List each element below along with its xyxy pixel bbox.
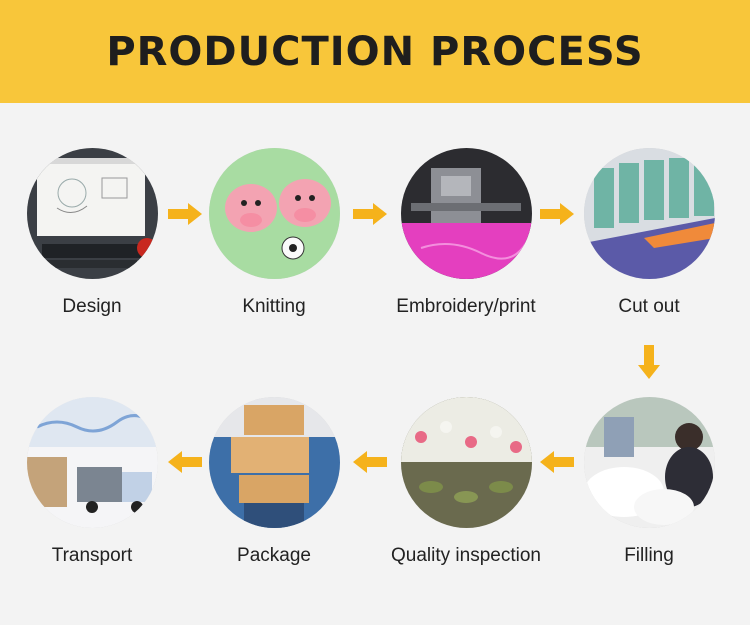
step-label: Embroidery/print [396, 296, 536, 317]
step-label: Knitting [242, 296, 306, 317]
step-embroidery-print: Embroidery/print [391, 148, 541, 318]
step-label: Package [237, 545, 311, 566]
transport-image [26, 397, 158, 528]
arrow-left-icon [353, 451, 387, 473]
filling-image [583, 397, 715, 528]
package-image [208, 397, 340, 528]
step-label: Cut out [618, 296, 680, 317]
arrow-right-icon [353, 203, 387, 225]
step-quality-inspection: Quality inspection [391, 397, 541, 567]
step-label: Design [62, 296, 122, 317]
design-image [26, 148, 158, 279]
arrow-left-icon [540, 451, 574, 473]
step-filling: Filling [574, 397, 724, 567]
page-title: PRODUCTION PROCESS [106, 28, 644, 75]
step-label: Filling [624, 545, 674, 566]
step-knitting: Knitting [199, 148, 349, 318]
knitting-image [208, 148, 340, 279]
quality-inspection-image [400, 397, 532, 528]
arrow-left-icon [168, 451, 202, 473]
cut-out-image [583, 148, 715, 279]
arrow-right-icon [168, 203, 202, 225]
step-package: Package [199, 397, 349, 567]
step-label: Quality inspection [391, 545, 541, 566]
step-design: Design [17, 148, 167, 318]
step-label: Transport [51, 545, 133, 566]
step-cut-out: Cut out [574, 148, 724, 318]
embroidery-image [400, 148, 532, 279]
arrow-right-icon [540, 203, 574, 225]
arrow-down-icon [638, 345, 660, 379]
title-banner: PRODUCTION PROCESS [0, 0, 750, 103]
step-transport: Transport [17, 397, 167, 567]
